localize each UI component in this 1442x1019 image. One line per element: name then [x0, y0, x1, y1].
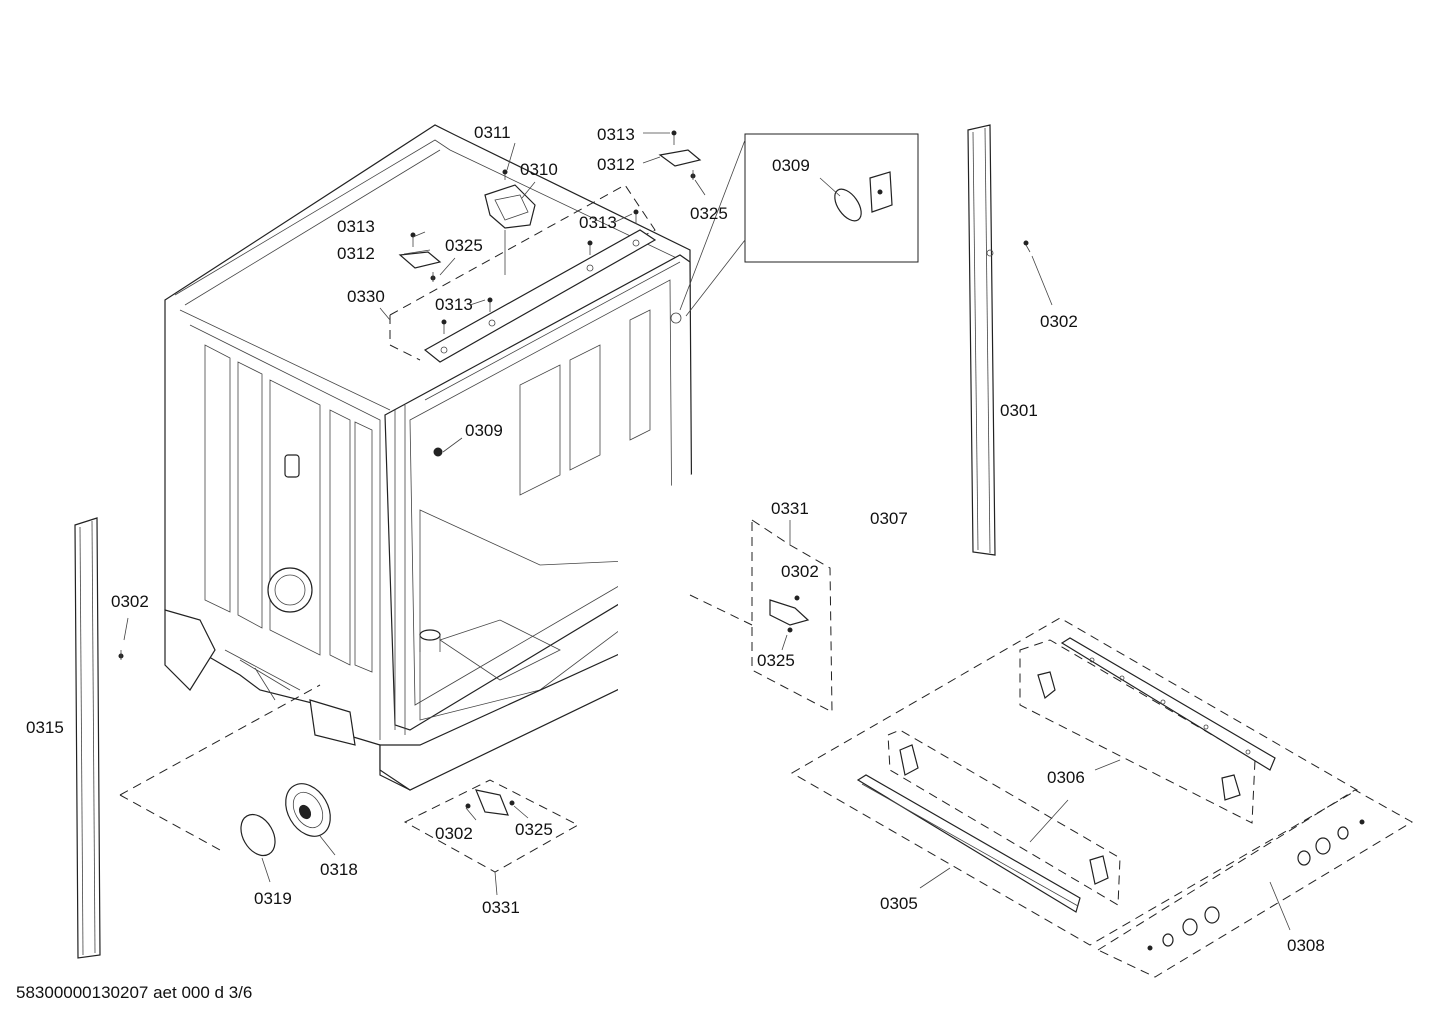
- label-0313-bar: 0313: [579, 213, 617, 232]
- leader-0330: [379, 307, 391, 321]
- label-0306: 0306: [1047, 768, 1085, 787]
- label-0325-left: 0325: [445, 236, 483, 255]
- label-0318: 0318: [320, 860, 358, 879]
- label-0325-bracket: 0325: [757, 651, 795, 670]
- toe-kick-assembly: [791, 617, 1413, 978]
- side-strip-0315: [74, 517, 129, 959]
- leaders-top-bracket: [642, 132, 706, 196]
- label-0302-right: 0302: [1040, 312, 1078, 331]
- label-0309-detail: 0309: [772, 156, 810, 175]
- top-hinge-assembly: [389, 130, 702, 363]
- label-0319: 0319: [254, 889, 292, 908]
- label-0302-bracket: 0302: [781, 562, 819, 581]
- leaders-left-bracket: [403, 231, 456, 276]
- side-strip-0301: [967, 124, 1053, 556]
- label-0301: 0301: [1000, 401, 1038, 420]
- label-0310: 0310: [520, 160, 558, 179]
- label-0312-left: 0312: [337, 244, 375, 263]
- label-0325-top: 0325: [690, 204, 728, 223]
- label-0313-top: 0313: [597, 125, 635, 144]
- label-0312-top: 0312: [597, 155, 635, 174]
- label-0331-right: 0331: [771, 499, 809, 518]
- pump-cover-0318-ring-0319: [119, 684, 336, 883]
- label-0302-bottom: 0302: [435, 824, 473, 843]
- label-0331-bottom: 0331: [482, 898, 520, 917]
- label-0308: 0308: [1287, 936, 1325, 955]
- label-0309-tub: 0309: [465, 421, 503, 440]
- label-0305: 0305: [880, 894, 918, 913]
- drawing-reference-footer: 58300000130207 aet 000 d 3/6: [16, 983, 252, 1002]
- label-0302-left: 0302: [111, 592, 149, 611]
- part-labels: 0311 0310 0313 0312 0325 0313 0312 0325 …: [26, 123, 1325, 955]
- dishwasher-tub: [164, 124, 701, 791]
- leaders-bottom-bracket: [465, 805, 529, 821]
- label-0313-mid: 0313: [435, 295, 473, 314]
- label-0330: 0330: [347, 287, 385, 306]
- label-0315: 0315: [26, 718, 64, 737]
- leader-0309-tub: [442, 437, 463, 453]
- bracket-group-0331-right: [689, 519, 833, 713]
- label-0307: 0307: [870, 509, 908, 528]
- label-0311: 0311: [474, 123, 511, 142]
- leaders-hinge: [506, 142, 536, 199]
- bracket-group-0331-bottom: [403, 779, 580, 896]
- leaders-bar-screws: [469, 213, 633, 306]
- door-gasket-0307: [618, 387, 862, 860]
- label-0313-left: 0313: [337, 217, 375, 236]
- label-0325-bottom: 0325: [515, 820, 553, 839]
- detail-box-0309: [679, 133, 919, 317]
